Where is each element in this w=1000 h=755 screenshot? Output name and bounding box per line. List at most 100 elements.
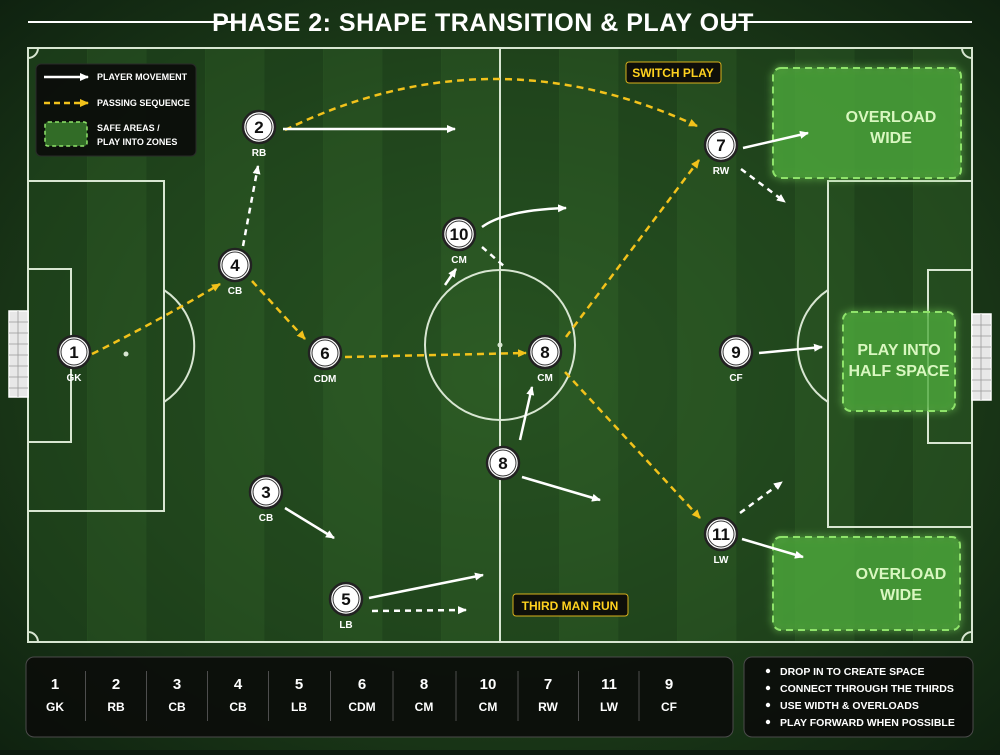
player-marker <box>241 109 277 145</box>
pass-1-to-4 <box>91 282 221 356</box>
player-marker <box>328 581 364 617</box>
player-role: GK <box>67 373 83 384</box>
player-role: CB <box>228 286 242 297</box>
player-movements <box>283 125 823 600</box>
player-role: CDM <box>314 374 337 385</box>
player-role: LW <box>714 555 730 566</box>
player-marker-ring <box>722 338 750 366</box>
key-role: RW <box>538 700 558 714</box>
legend-safe-label-2: PLAY INTO ZONES <box>97 137 177 147</box>
player-role: CM <box>537 373 553 384</box>
player-number: 1 <box>69 343 78 362</box>
player-role: LB <box>339 620 352 631</box>
player-number: 4 <box>230 256 240 275</box>
player-number: 3 <box>261 483 270 502</box>
move-cm10-drop <box>443 268 458 286</box>
title-banner: PHASE 2: SHAPE TRANSITION & PLAY OUT <box>28 9 972 37</box>
zone-half-space-line2: HALF SPACE <box>848 363 949 380</box>
zone-overload-top-line2: WIDE <box>870 130 912 147</box>
legend-safe-swatch <box>44 121 88 147</box>
player-lb-5[interactable]: 5LB <box>328 581 364 631</box>
pass-8-to-11 <box>564 371 701 519</box>
player-marker-ring <box>245 113 273 141</box>
corner-arc-tl <box>27 47 39 59</box>
left-goal <box>8 310 29 398</box>
switch-play-label: SWITCH PLAY <box>632 66 714 80</box>
player-cm-8[interactable]: 8CM <box>527 334 563 384</box>
player-marker-ring <box>707 131 735 159</box>
player-role: CF <box>729 373 742 384</box>
key-role: GK <box>46 700 64 714</box>
move-rw <box>742 130 809 150</box>
key-number: 9 <box>665 676 673 693</box>
player-gk-1[interactable]: 1GK <box>56 334 92 384</box>
player-marker <box>248 474 284 510</box>
move-lw-dashed <box>739 480 783 515</box>
key-role: CB <box>229 700 247 714</box>
bullet-icon <box>765 719 771 725</box>
pass-6-to-8 <box>344 349 527 359</box>
zone-overload-top: OVERLOAD WIDE <box>772 67 962 179</box>
player-marker <box>441 216 477 252</box>
center-circle <box>424 269 576 421</box>
player-marker <box>718 334 754 370</box>
player-number: 8 <box>498 454 507 473</box>
player-cb-4[interactable]: 4CB <box>217 247 253 297</box>
zone-half-space: PLAY INTO HALF SPACE <box>842 311 956 412</box>
key-number: 7 <box>544 676 552 693</box>
move-cb4-dashed <box>241 165 261 247</box>
player-number: 5 <box>341 590 350 609</box>
move-cf <box>758 343 823 355</box>
player-cf-9[interactable]: 9CF <box>718 334 754 384</box>
player-marker-ring <box>332 585 360 613</box>
key-role: RB <box>107 700 125 714</box>
move-lw <box>741 537 804 559</box>
key-role: CM <box>479 700 498 714</box>
move-lb <box>368 572 484 600</box>
page-title: PHASE 2: SHAPE TRANSITION & PLAY OUT <box>212 9 754 37</box>
pitch-stripe <box>382 48 442 642</box>
switch-play-tag: SWITCH PLAY <box>625 61 722 84</box>
move-8-run <box>521 475 601 502</box>
bullet-icon <box>765 685 771 691</box>
player-marker-ring <box>489 449 517 477</box>
player-marker-ring <box>707 520 735 548</box>
bullet-icon <box>765 702 771 708</box>
player-number: 2 <box>254 118 263 137</box>
key-number: 5 <box>295 676 303 693</box>
key-number: 1 <box>51 676 59 693</box>
player-rb-2[interactable]: 2RB <box>241 109 277 159</box>
move-lb-dashed <box>371 606 467 615</box>
key-role: LW <box>600 700 619 714</box>
move-rw-dashed <box>740 168 786 203</box>
right-penalty-arc <box>796 289 829 403</box>
key-number: 4 <box>234 676 243 693</box>
third-man-run-tag: THIRD MAN RUN <box>512 593 629 617</box>
player-cb-3[interactable]: 3CB <box>248 474 284 524</box>
player-marker <box>307 335 343 371</box>
corner-arc-bl <box>27 631 39 643</box>
move-cb3 <box>284 506 335 540</box>
player-8[interactable]: 8 <box>485 445 521 481</box>
principle-item: PLAY FORWARD WHEN POSSIBLE <box>780 717 955 729</box>
pass-8-to-7 <box>565 159 700 338</box>
third-man-run-label: THIRD MAN RUN <box>522 599 619 613</box>
corner-arc-tr <box>961 47 973 59</box>
pass-switch-play <box>284 77 698 132</box>
legend-movement-label: PLAYER MOVEMENT <box>97 72 188 82</box>
move-cm10-forward <box>481 204 567 229</box>
principle-item: USE WIDTH & OVERLOADS <box>780 700 919 712</box>
player-marker <box>703 516 739 552</box>
corner-arc-br <box>961 631 973 643</box>
key-number: 6 <box>358 676 366 693</box>
zone-half-space-line1: PLAY INTO <box>857 342 940 359</box>
player-number: 10 <box>450 225 469 244</box>
player-marker <box>703 127 739 163</box>
player-rw-7[interactable]: 7RW <box>703 127 739 177</box>
player-role: RB <box>252 148 266 159</box>
